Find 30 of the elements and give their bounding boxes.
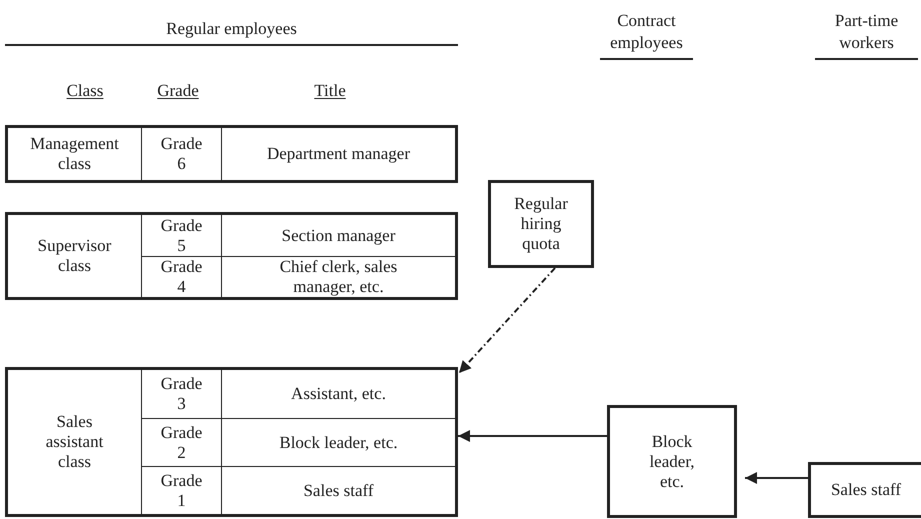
- column-heading: Title: [314, 80, 346, 102]
- title-cell: Assistant, etc.: [221, 370, 455, 418]
- grade-cell: Grade 2: [141, 418, 221, 466]
- class-table-box: [5, 212, 458, 300]
- grade-cell: Grade 1: [141, 466, 221, 514]
- group-heading: Regular employees: [5, 18, 458, 46]
- class-cell: Supervisor class: [8, 215, 141, 297]
- grade-cell: Grade 6: [141, 128, 221, 180]
- arrow: [745, 472, 808, 484]
- title-cell: Chief clerk, sales manager, etc.: [221, 256, 455, 297]
- arrow: [458, 267, 556, 374]
- group-heading: Part-time workers: [815, 10, 918, 60]
- grade-cell: Grade 4: [141, 256, 221, 297]
- title-cell: Section manager: [221, 215, 455, 256]
- grade-cell: Grade 3: [141, 370, 221, 418]
- column-heading: Class: [66, 80, 104, 102]
- group-heading: Contract employees: [600, 10, 693, 60]
- arrow: [458, 430, 607, 442]
- class-cell: Sales assistant class: [8, 370, 141, 514]
- class-cell: Management class: [8, 128, 141, 180]
- quota-box: Regular hiring quota: [488, 180, 594, 268]
- part-time-role-box: Sales staff: [808, 462, 921, 518]
- title-cell: Department manager: [221, 128, 455, 180]
- class-table-box: [5, 125, 458, 183]
- title-cell: Sales staff: [221, 466, 455, 514]
- grade-cell: Grade 5: [141, 215, 221, 256]
- class-table-box: [5, 367, 458, 517]
- column-heading: Grade: [157, 80, 199, 102]
- title-cell: Block leader, etc.: [221, 418, 455, 466]
- contract-role-box: Block leader, etc.: [607, 405, 737, 518]
